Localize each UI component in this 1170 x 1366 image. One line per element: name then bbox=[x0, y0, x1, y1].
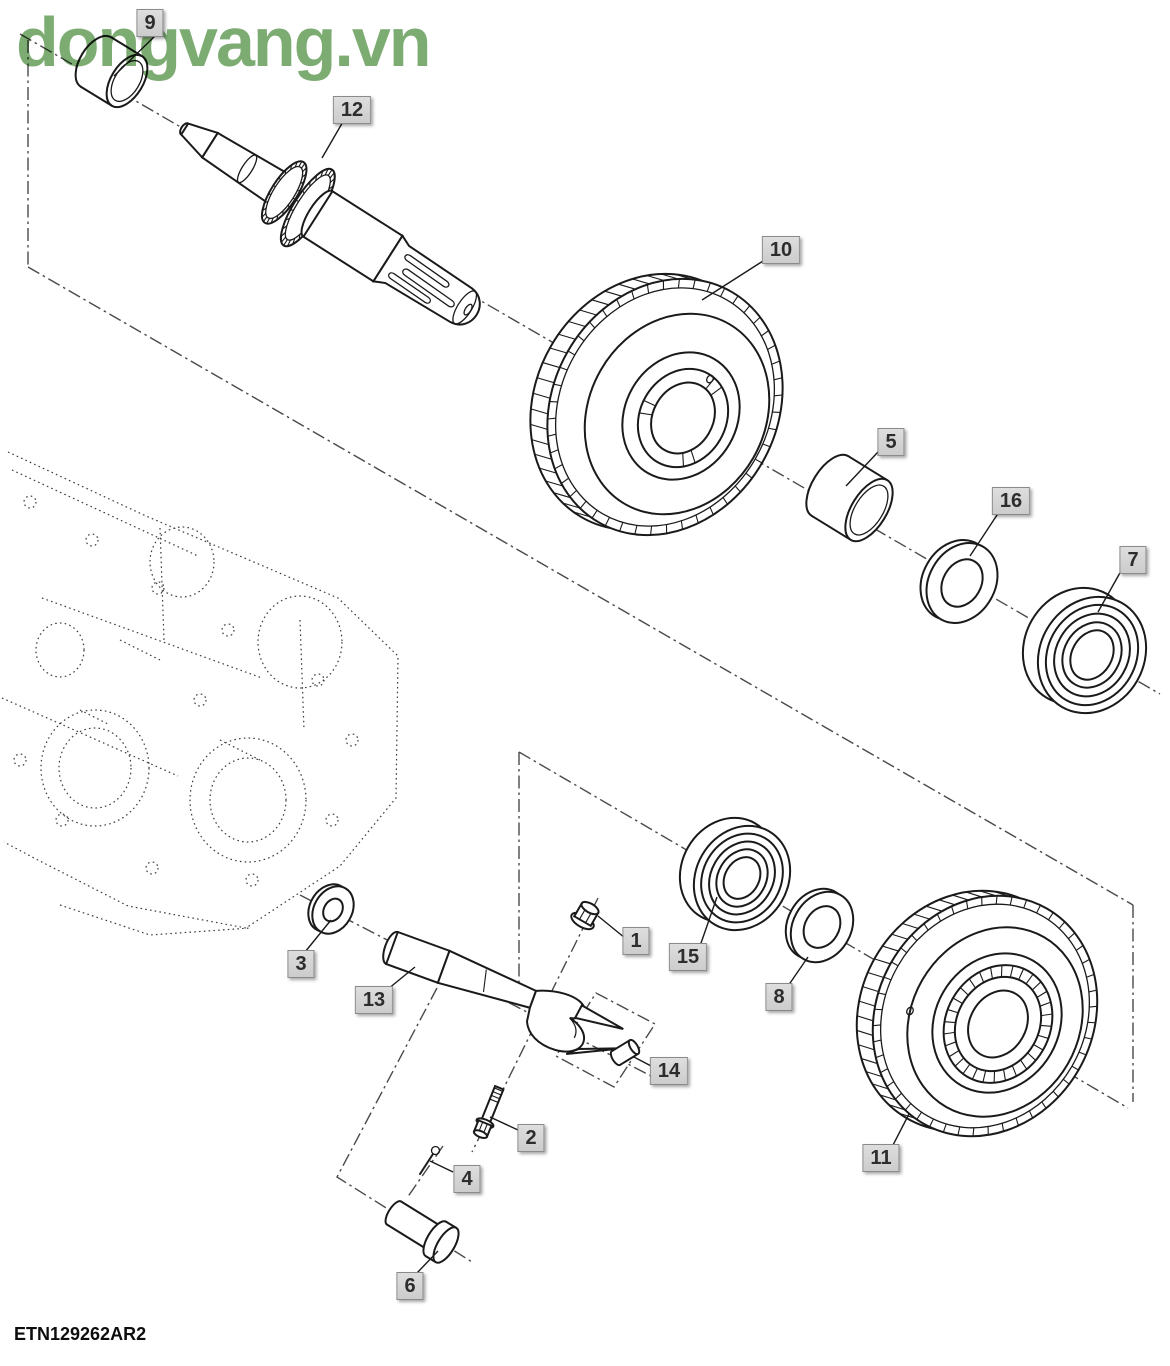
ball-bearing-15 bbox=[678, 816, 792, 932]
washer-3 bbox=[307, 883, 355, 935]
gear-10 bbox=[529, 272, 784, 537]
washer-8 bbox=[784, 887, 855, 964]
callout-2[interactable]: 2 bbox=[517, 1124, 545, 1152]
cotter-pin-4 bbox=[419, 1145, 441, 1175]
drawing-code: ETN129262AR2 bbox=[14, 1324, 147, 1344]
callout-13[interactable]: 13 bbox=[354, 986, 394, 1014]
callout-8[interactable]: 8 bbox=[765, 983, 793, 1011]
cap-screw-2 bbox=[472, 1084, 505, 1139]
callout-11[interactable]: 11 bbox=[862, 1144, 900, 1172]
callout-12[interactable]: 12 bbox=[332, 96, 372, 124]
dowel-pin-14 bbox=[609, 1038, 641, 1067]
callout-5[interactable]: 5 bbox=[877, 428, 905, 456]
pto-shaft-12 bbox=[179, 122, 481, 326]
ball-bearing-7 bbox=[1021, 586, 1148, 715]
shift-arm-13 bbox=[382, 930, 624, 1055]
phantom-housing bbox=[1, 451, 399, 936]
thrust-washer-16 bbox=[919, 539, 999, 624]
callout-6[interactable]: 6 bbox=[396, 1272, 424, 1300]
callout-16[interactable]: 16 bbox=[991, 487, 1031, 515]
callout-4[interactable]: 4 bbox=[453, 1165, 481, 1193]
callout-1[interactable]: 1 bbox=[622, 927, 650, 955]
callout-3[interactable]: 3 bbox=[287, 950, 315, 978]
watermark: dongvang.vn bbox=[16, 3, 432, 81]
callout-10[interactable]: 10 bbox=[761, 236, 801, 264]
callout-7[interactable]: 7 bbox=[1119, 546, 1147, 574]
callout-9[interactable]: 9 bbox=[136, 9, 164, 37]
callout-14[interactable]: 14 bbox=[649, 1057, 689, 1085]
leader-lines bbox=[113, 33, 1122, 1275]
gear-11 bbox=[855, 889, 1099, 1138]
bushing-5 bbox=[805, 453, 894, 543]
callout-15[interactable]: 15 bbox=[668, 943, 708, 971]
lock-nut-1 bbox=[570, 900, 600, 931]
